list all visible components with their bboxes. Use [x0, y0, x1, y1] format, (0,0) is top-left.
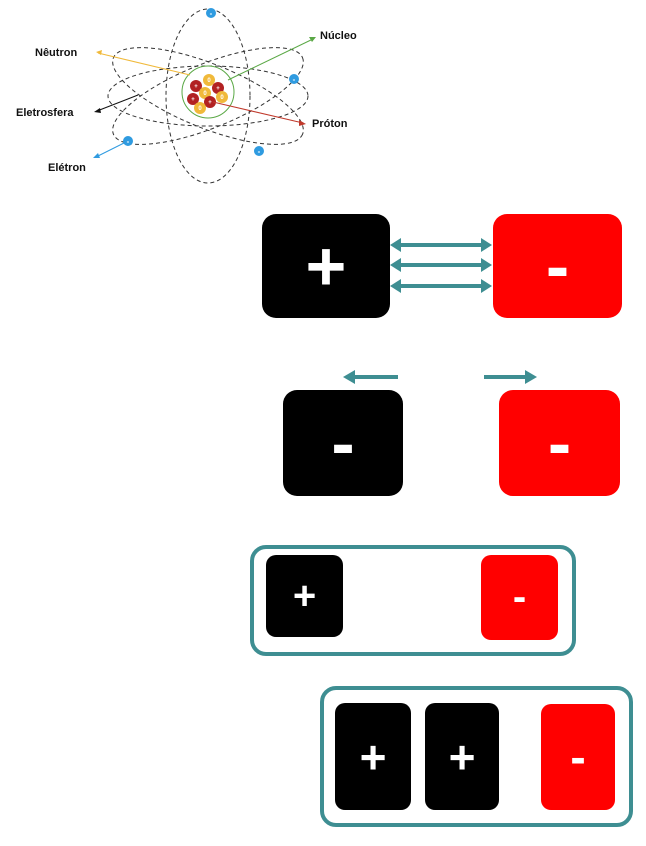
negative-charge-box: -: [499, 390, 620, 496]
charge-sign: +: [305, 227, 347, 305]
negative-charge-box: -: [541, 704, 615, 810]
positive-charge-box: +: [266, 555, 343, 637]
charge-sign: -: [547, 404, 572, 482]
svg-text:0: 0: [203, 91, 207, 97]
label-neutron: Nêutron: [35, 47, 77, 59]
svg-text:0: 0: [198, 106, 202, 112]
repulsion-arrows: [343, 370, 537, 384]
svg-text:-: -: [127, 137, 130, 146]
svg-text:+: +: [216, 86, 220, 92]
negative-charge-box: -: [493, 214, 622, 318]
negative-charge-box: -: [481, 555, 558, 640]
charge-sign: -: [331, 404, 355, 482]
pair-frame: [250, 545, 576, 656]
positive-charge-box: +: [335, 703, 411, 810]
svg-text:+: +: [208, 100, 212, 106]
svg-text:0: 0: [220, 95, 224, 101]
proton-sign: +: [194, 84, 198, 90]
charge-sign: +: [448, 730, 476, 783]
charge-sign: -: [570, 731, 586, 783]
charge-sign: +: [292, 573, 317, 618]
charge-sign: -: [545, 227, 570, 305]
electron-sign: -: [210, 9, 213, 18]
atom-diagram: 0 + + 0 0 + + 0 - - - - Nêutron Núcleo E…: [16, 8, 357, 184]
svg-text:-: -: [293, 75, 296, 84]
positive-charge-box: +: [425, 703, 499, 810]
orbit: [107, 65, 309, 127]
triple-frame: [320, 686, 633, 827]
label-electron: Elétron: [48, 162, 86, 174]
positive-charge-box: +: [262, 214, 390, 318]
attraction-arrows: [390, 238, 492, 293]
label-electrosphere: Eletrosfera: [16, 107, 74, 119]
label-proton: Próton: [312, 118, 348, 130]
charge-sign: -: [512, 575, 527, 619]
svg-text:+: +: [191, 97, 195, 103]
label-nucleus: Núcleo: [320, 30, 357, 42]
charge-sign: +: [359, 730, 387, 783]
orbit: [165, 8, 251, 184]
negative-charge-box: -: [283, 390, 403, 496]
neutron-sign: 0: [207, 78, 211, 84]
svg-text:-: -: [258, 147, 261, 156]
